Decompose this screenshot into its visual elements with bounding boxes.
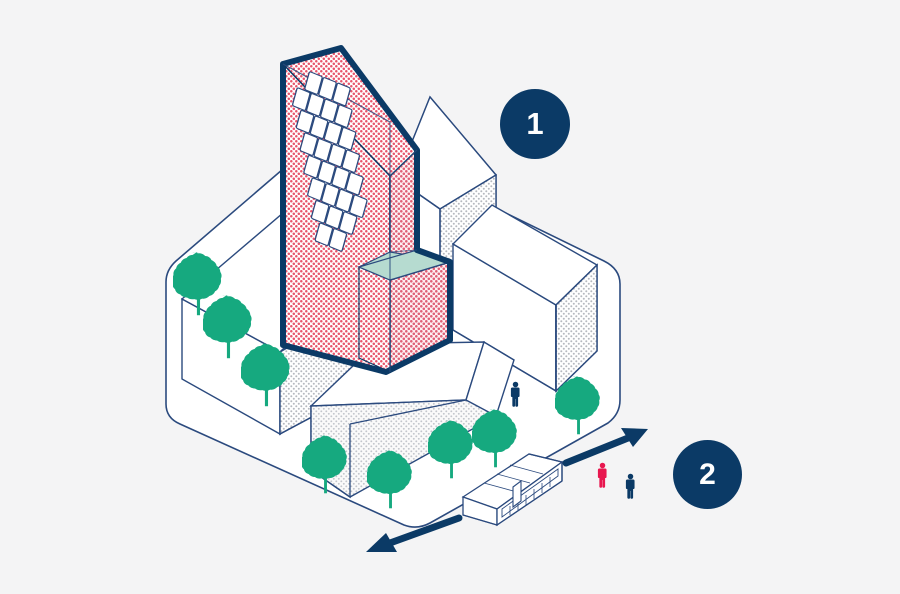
tram-bus xyxy=(461,453,564,527)
marker-badge-2[interactable]: 2 xyxy=(673,440,742,509)
arrow-up-right xyxy=(562,428,648,467)
marker-badge-1[interactable]: 1 xyxy=(500,89,570,159)
arrow-down-left xyxy=(366,514,463,552)
context-building-right xyxy=(451,204,599,393)
pedestrian-navy-right xyxy=(625,473,635,499)
highlight-outline xyxy=(280,45,453,375)
solar-panel-array xyxy=(292,71,368,252)
pedestrian-pink xyxy=(597,462,607,488)
